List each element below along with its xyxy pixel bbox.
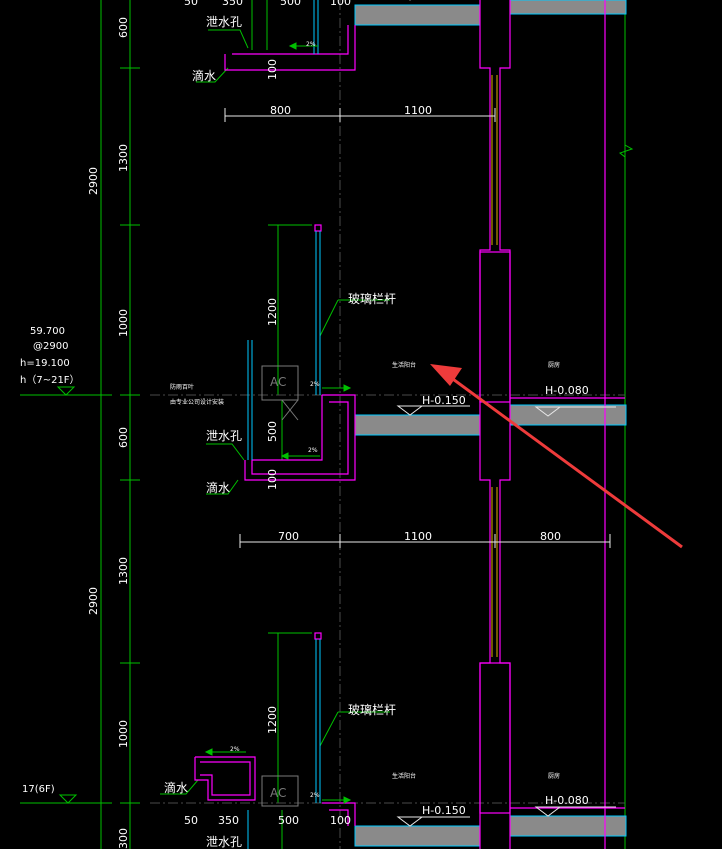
dim-2900-bot: 2900 — [87, 587, 100, 615]
dim-1200-bot: 1200 — [266, 706, 279, 734]
dim-50-bot: 50 — [184, 814, 198, 827]
dim-800-mid: 800 — [540, 530, 561, 543]
room-label-kitchen-bot: 厨房 — [548, 772, 560, 780]
dim-1000-bot: 1000 — [117, 720, 130, 748]
floor-6f-level: 17(6F) — [22, 784, 55, 795]
drain-hole-label-mid: 泄水孔 — [206, 429, 242, 443]
h-floor-range: h（7~21F） — [20, 374, 80, 386]
dim-800-top: 800 — [270, 104, 291, 117]
drip-label-top: 滴水 — [192, 68, 216, 83]
center-lines — [150, 0, 625, 849]
dim-100-mid: 100 — [266, 469, 279, 490]
dim-600-mid: 600 — [117, 427, 130, 448]
h-value: h=19.100 — [20, 358, 70, 369]
bottom-detail-text: 1200 玻璃栏杆 2% 滴水 AC 2% 生活阳台 厨房 H-0.150 H-… — [164, 702, 589, 849]
ac-label-bot: AC — [270, 786, 286, 800]
dim-1000-mid: 1000 — [117, 309, 130, 337]
level-balcony-bot: H-0.150 — [422, 804, 466, 817]
slabs — [354, 0, 627, 847]
dim-50-top: 50 — [184, 0, 198, 8]
red-annotation-arrow — [430, 364, 683, 549]
dim-500-bot: 500 — [278, 814, 299, 827]
slope-arrows — [204, 42, 352, 804]
dimension-lines — [224, 0, 616, 827]
dim-600-top: 600 — [117, 17, 130, 38]
dim-300-bot: 300 — [117, 828, 130, 849]
slope-label-mid: 2% — [310, 381, 320, 388]
level-notes: 59.700 @2900 h=19.100 h（7~21F） 17(6F) — [20, 326, 80, 795]
middle-detail-text: 1200 玻璃栏杆 防雨百叶 由专业公司设计安装 AC 2% 2% 500 10… — [170, 291, 589, 543]
dim-100-bot: 100 — [330, 814, 351, 827]
room-label-kitchen-mid: 厨房 — [548, 361, 560, 369]
dim-1100-top: 1100 — [404, 104, 432, 117]
slope-label-top-bot: 2% — [230, 746, 240, 753]
left-dimension-text: 2900 600 1300 1000 600 2900 1300 1000 30… — [87, 17, 130, 849]
dim-1300-bot: 1300 — [117, 557, 130, 585]
elevation-value: 59.700 — [30, 326, 65, 337]
dim-1300-top: 1300 — [117, 144, 130, 172]
glass-railing-label-mid: 玻璃栏杆 — [348, 291, 396, 306]
level-balcony-mid: H-0.150 — [422, 394, 466, 407]
glass-railing-label-bot: 玻璃栏杆 — [348, 702, 396, 717]
room-label-balcony-bot: 生活阳台 — [392, 772, 416, 780]
drip-label-bot: 滴水 — [164, 780, 188, 795]
dim-100v-top: 100 — [266, 59, 279, 80]
drain-hole-label-top: 泄水孔 — [206, 15, 242, 29]
level-kitchen-bot: H-0.080 — [545, 794, 589, 807]
slope-label-bot: 2% — [310, 792, 320, 799]
dim-350-bot: 350 — [218, 814, 239, 827]
ac-units — [261, 365, 299, 807]
drain-hole-label-bot: 泄水孔 — [206, 835, 242, 849]
louver-note-line2: 由专业公司设计安装 — [170, 398, 224, 406]
dim-500-mid: 500 — [266, 421, 279, 442]
dim-350-top: 350 — [222, 0, 243, 8]
elevation-step: @2900 — [33, 341, 68, 352]
room-label-balcony-mid: 生活阳台 — [392, 361, 416, 369]
glass-railings — [247, 0, 321, 849]
wall-outline — [194, 0, 625, 849]
dim-700-mid: 700 — [278, 530, 299, 543]
dim-100-top: 100 — [330, 0, 351, 8]
window-frames — [491, 75, 498, 657]
louver-note-line1: 防雨百叶 — [170, 383, 194, 391]
dim-500-top: 500 — [280, 0, 301, 8]
top-detail-text: 50 350 500 100 泄水孔 2% 滴水 100 800 1100 — [184, 0, 432, 117]
slope-label-top: 2% — [306, 41, 316, 48]
dim-1200-mid: 1200 — [266, 298, 279, 326]
dim-1100-mid: 1100 — [404, 530, 432, 543]
slope-label-mid-2: 2% — [308, 447, 318, 454]
level-kitchen-mid: H-0.080 — [545, 384, 589, 397]
ac-label-mid: AC — [270, 375, 286, 389]
drip-label-mid: 滴水 — [206, 480, 230, 495]
dim-2900-top: 2900 — [87, 167, 100, 195]
